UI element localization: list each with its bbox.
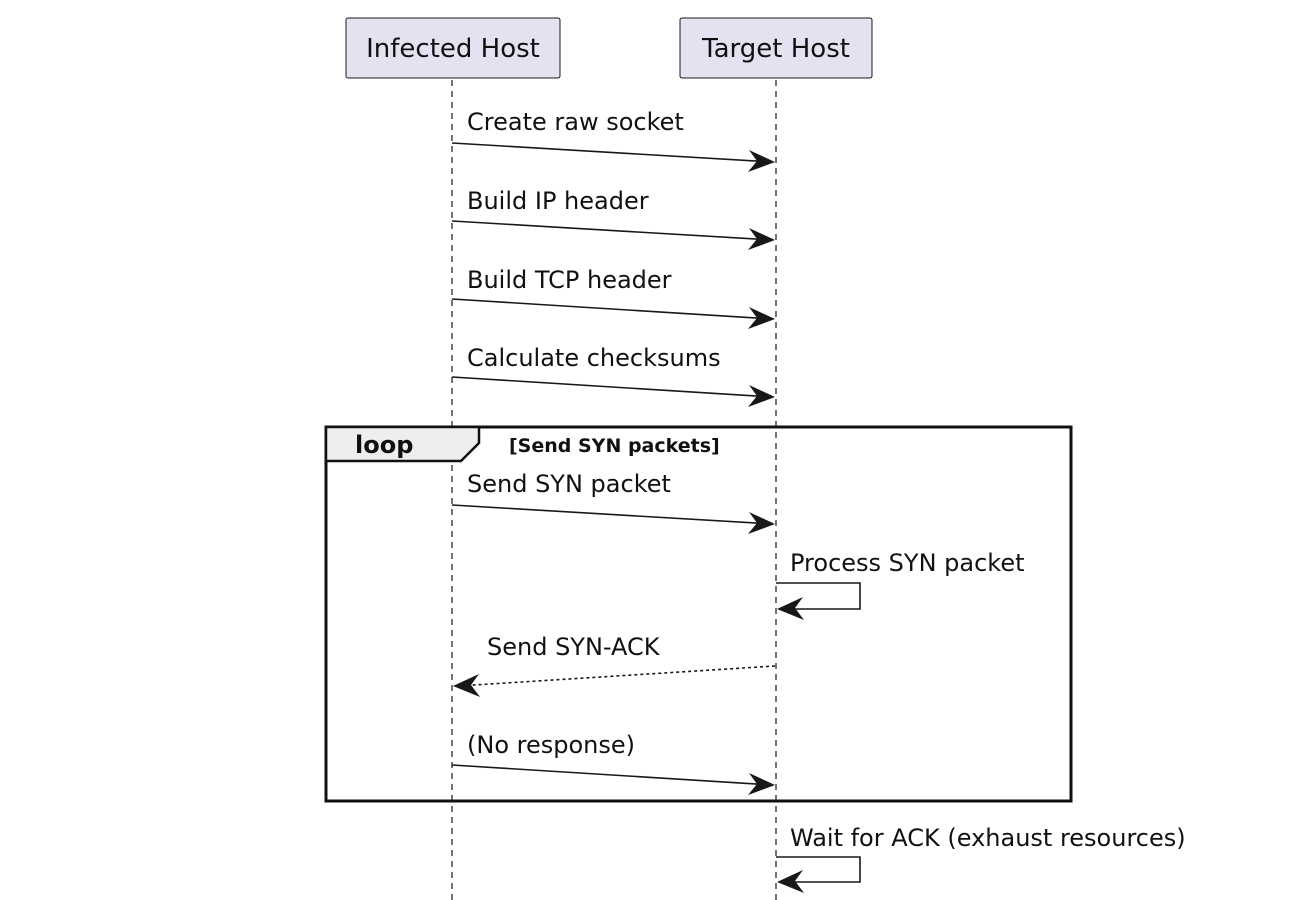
participant-infected-host: Infected Host [345, 17, 561, 79]
participant-target-host-label: Target Host [701, 34, 850, 64]
arrow-right-icon [748, 512, 775, 534]
arrow-left-icon [777, 597, 804, 620]
message-calculate-checksums: Calculate checksums [451, 344, 775, 407]
message-label: Create raw socket [467, 108, 684, 136]
loop-frame: loop [Send SYN packets] [324, 425, 1073, 803]
arrow-right-icon [748, 150, 775, 172]
loop-guard: [Send SYN packets] [509, 435, 720, 457]
message-label: Build TCP header [467, 266, 672, 294]
loop-frame-border [324, 425, 1073, 803]
message-build-ip-header: Build IP header [451, 187, 775, 250]
arrow-right-icon [748, 385, 775, 407]
message-build-tcp-header: Build TCP header [451, 266, 775, 329]
message-label: Calculate checksums [467, 344, 721, 372]
message-label: (No response) [467, 731, 635, 759]
participant-infected-host-label: Infected Host [366, 34, 540, 64]
message-send-syn-packet: Send SYN packet [451, 470, 775, 534]
message-label: Wait for ACK (exhaust resources) [790, 824, 1186, 852]
arrow-left-icon [453, 674, 480, 697]
participant-target-host: Target Host [679, 17, 873, 79]
message-wait-for-ack: Wait for ACK (exhaust resources) [776, 824, 1186, 893]
message-label: Process SYN packet [790, 549, 1025, 577]
message-label: Send SYN packet [467, 470, 671, 498]
message-label: Send SYN-ACK [487, 633, 661, 661]
loop-keyword: loop [355, 431, 413, 459]
message-process-syn-packet: Process SYN packet [776, 549, 1025, 620]
arrow-right-icon [748, 307, 775, 329]
message-no-response: (No response) [451, 731, 775, 795]
arrow-right-icon [748, 228, 775, 250]
message-label: Build IP header [467, 187, 649, 215]
arrow-left-icon [777, 870, 804, 893]
loop-frame-tab [324, 425, 481, 463]
message-create-raw-socket: Create raw socket [451, 108, 775, 172]
message-send-syn-ack: Send SYN-ACK [453, 633, 776, 697]
arrow-right-icon [748, 773, 775, 795]
